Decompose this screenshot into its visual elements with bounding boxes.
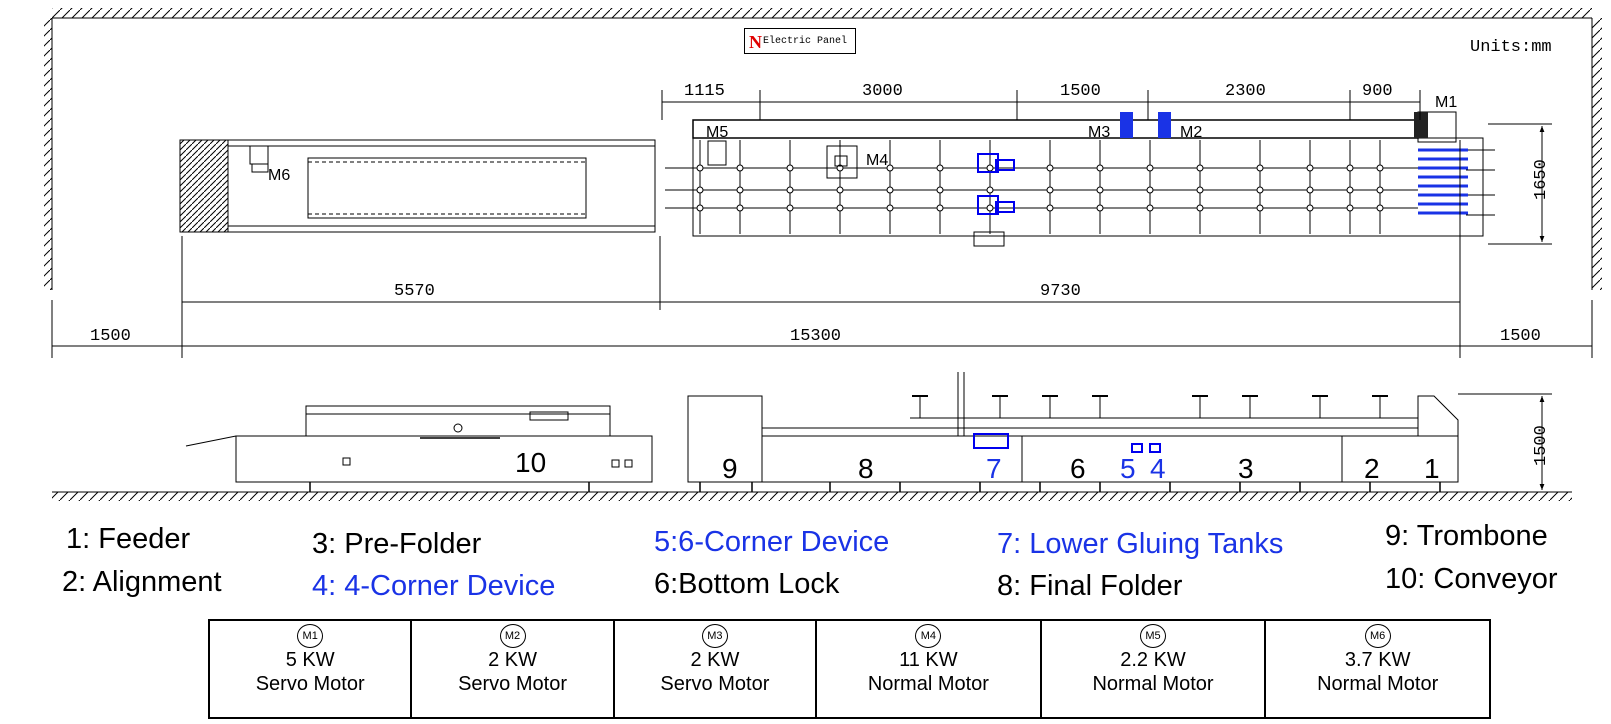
legend-bottom-lock: 6:Bottom Lock xyxy=(654,568,840,600)
motor-power: 2.2 KW xyxy=(1120,649,1186,671)
top-dimension-chain xyxy=(661,90,1421,120)
motor-power: 2 KW xyxy=(690,649,740,671)
motor-badge: M5 xyxy=(1140,624,1167,648)
legend-final-folder: 8: Final Folder xyxy=(997,570,1183,602)
legend-conveyor: 10: Conveyor xyxy=(1385,563,1558,595)
motor-power: 11 KW xyxy=(899,649,958,671)
electric-panel-text: Electric Panel xyxy=(763,36,848,47)
top-view-corner-devices xyxy=(977,112,1468,215)
legend-4-corner-device: 4: 4-Corner Device xyxy=(312,570,556,602)
bottom-dimension-chain xyxy=(51,300,1593,358)
motor-badge: M6 xyxy=(1364,624,1391,648)
electric-panel-label: N Electric Panel xyxy=(744,28,856,54)
motor-type: Normal Motor xyxy=(867,673,989,695)
motor-type: Normal Motor xyxy=(1317,673,1439,695)
electric-panel-logo: N xyxy=(749,32,762,52)
motor-type: Normal Motor xyxy=(1092,673,1214,695)
motor-badge: M4 xyxy=(915,624,942,648)
m1-motor-body xyxy=(1414,112,1428,138)
motor-type: Servo Motor xyxy=(660,673,770,695)
legend-trombone: 9: Trombone xyxy=(1385,520,1548,552)
motor-type: Servo Motor xyxy=(458,673,567,695)
legend-pre-folder: 3: Pre-Folder xyxy=(312,528,482,560)
height-dimension-top xyxy=(1488,123,1552,245)
top-view-conveyor xyxy=(179,139,656,233)
motor-badge: M2 xyxy=(499,624,526,648)
room-walls xyxy=(44,8,1602,501)
side-view-conveyor xyxy=(185,405,653,492)
legend-feeder: 1: Feeder xyxy=(66,523,191,555)
legend-alignment: 2: Alignment xyxy=(62,566,222,598)
top-view-machine xyxy=(665,111,1495,247)
motor-power: 3.7 KW xyxy=(1344,649,1411,671)
legend-lower-gluing-tanks: 7: Lower Gluing Tanks xyxy=(997,528,1284,560)
units-label: Units:mm xyxy=(1470,38,1552,57)
motor-power: 5 KW xyxy=(285,649,335,671)
motor-badge: M3 xyxy=(701,624,728,648)
motor-power: 2 KW xyxy=(488,649,537,671)
side-view-machine xyxy=(687,372,1459,492)
motor-badge: M1 xyxy=(297,624,324,648)
mid-dimension-chain xyxy=(181,140,1461,358)
legend-6-corner-device: 5:6-Corner Device xyxy=(654,526,890,558)
height-dimension-side xyxy=(1458,393,1552,490)
motor-type: Servo Motor xyxy=(255,673,365,695)
